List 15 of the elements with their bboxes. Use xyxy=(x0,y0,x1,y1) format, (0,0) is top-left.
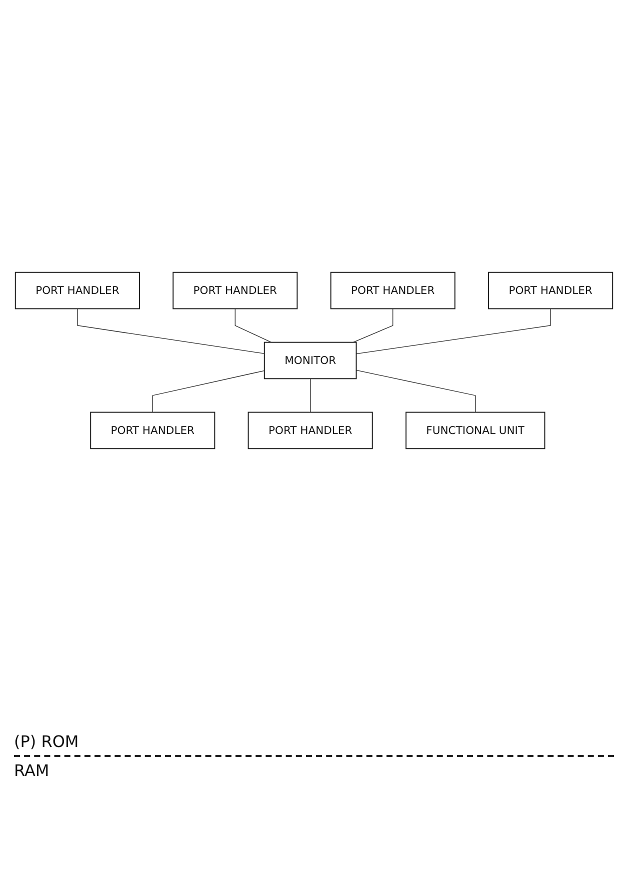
connector xyxy=(152,370,265,412)
node-box: PORT HANDLER xyxy=(248,411,373,449)
connector xyxy=(356,308,551,354)
connector xyxy=(77,308,265,354)
node-box: PORT HANDLER xyxy=(14,271,140,309)
node-box: PORT HANDLER xyxy=(90,411,216,449)
node-box: MONITOR xyxy=(264,341,357,379)
connector xyxy=(310,378,311,412)
node-box: PORT HANDLER xyxy=(330,271,456,309)
memory-region-label: (P) ROM xyxy=(14,732,79,751)
connector xyxy=(356,369,476,412)
node-box: FUNCTIONAL UNIT xyxy=(406,411,546,449)
node-box: PORT HANDLER xyxy=(172,271,298,309)
memory-region-label: RAM xyxy=(14,761,50,780)
node-box: PORT HANDLER xyxy=(488,271,614,309)
